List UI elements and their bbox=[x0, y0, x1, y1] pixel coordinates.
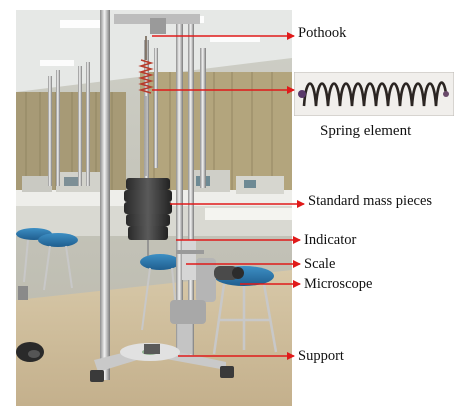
hanging-spring bbox=[138, 36, 154, 176]
mass-stack bbox=[124, 178, 172, 256]
blue-stools bbox=[16, 228, 278, 355]
label-support: Support bbox=[298, 348, 344, 364]
label-spring-element: Spring element bbox=[320, 123, 412, 139]
floor-weights bbox=[16, 286, 44, 362]
label-pothook: Pothook bbox=[298, 25, 347, 41]
label-scale: Scale bbox=[304, 256, 336, 272]
label-indicator: Indicator bbox=[304, 232, 357, 248]
label-microscope: Microscope bbox=[304, 276, 373, 292]
label-standard-mass-pieces: Standard mass pieces bbox=[308, 193, 433, 209]
measurement-assembly bbox=[170, 240, 244, 354]
spring-element-inset bbox=[294, 72, 454, 116]
support-base bbox=[90, 343, 234, 382]
